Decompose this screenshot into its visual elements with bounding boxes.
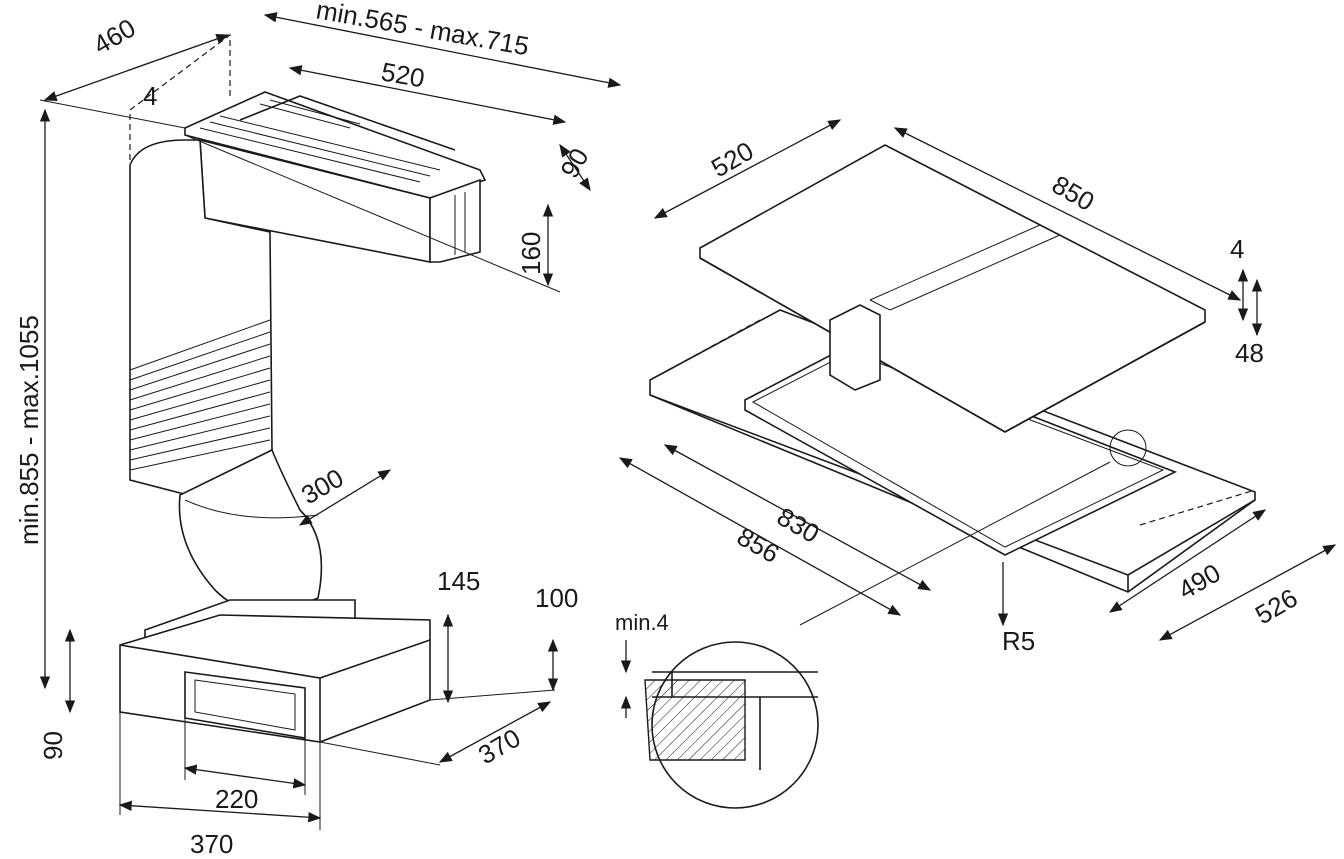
dim-370-width: 370	[190, 829, 233, 859]
dim-48: 48	[1235, 338, 1264, 368]
dim-145: 145	[437, 566, 480, 596]
dim-90-outlet: 90	[38, 731, 68, 760]
dim-height-range: min.855 - max.1055	[14, 315, 44, 545]
left-dimension-lines	[39, 12, 622, 830]
dim-220: 220	[215, 784, 258, 814]
dim-4-top: 4	[143, 81, 157, 111]
dim-r5: R5	[1002, 626, 1035, 656]
dim-hob-4: 4	[1230, 234, 1244, 264]
dim-90-hood: 90	[554, 143, 594, 183]
duct-ribs	[129, 319, 271, 471]
dim-850: 850	[1047, 169, 1100, 217]
dim-526: 526	[1250, 583, 1303, 631]
downdraft-hood-drawing	[119, 33, 487, 743]
dim-300: 300	[296, 463, 349, 511]
dim-520-hood: 520	[379, 56, 427, 93]
hob-drawing	[644, 144, 1256, 809]
dim-hob-520: 520	[706, 136, 759, 184]
dim-min4: min.4	[615, 610, 669, 635]
dim-460: 460	[88, 13, 141, 61]
dim-160: 160	[516, 232, 546, 275]
dim-100: 100	[535, 583, 578, 613]
right-dimension-lines	[618, 119, 1337, 718]
dim-370-depth: 370	[473, 723, 526, 771]
